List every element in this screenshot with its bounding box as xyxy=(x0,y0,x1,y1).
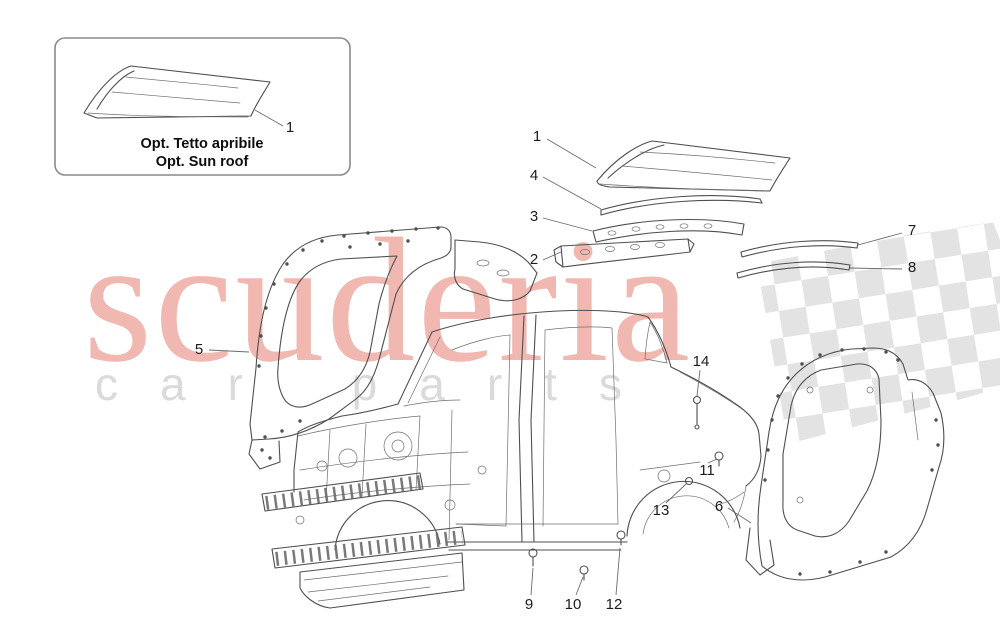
leader-lines xyxy=(208,138,903,596)
leader-line-11 xyxy=(707,458,718,464)
clip-12-drawing xyxy=(616,530,626,546)
clip-11-drawing xyxy=(714,451,724,467)
checkered-flag-graphic xyxy=(757,222,1000,444)
roof-bow-drawing xyxy=(600,195,763,216)
watermark-brand-text: scuderia xyxy=(83,201,692,399)
leader-line-10 xyxy=(575,576,584,596)
leader-line-3 xyxy=(542,217,593,232)
header-rail-drawing xyxy=(592,218,745,243)
callout-10: 10 xyxy=(565,596,582,613)
callout-1: 1 xyxy=(533,128,541,145)
left-uniside-drawing xyxy=(248,226,538,470)
roof-panel-drawing xyxy=(596,140,791,192)
callout-4: 4 xyxy=(530,167,538,184)
leader-line-14 xyxy=(696,369,701,397)
inset-caption-line1: Opt. Tetto apribile xyxy=(141,136,264,152)
callout-2: 2 xyxy=(530,251,538,268)
callout-3: 3 xyxy=(530,208,538,225)
callout-inset-1: 1 xyxy=(286,119,294,136)
callout-7: 7 xyxy=(908,222,916,239)
inset-sunroof-panel-drawing xyxy=(83,65,271,119)
leader-line-inset-1 xyxy=(254,109,284,127)
leader-line-6 xyxy=(727,507,752,524)
stud-14-drawing xyxy=(692,395,702,430)
callout-12: 12 xyxy=(606,596,623,613)
leader-line-1 xyxy=(546,138,597,169)
watermark-tagline-text: car parts xyxy=(95,358,664,410)
bolt-9-drawing xyxy=(528,548,538,567)
clip-13-drawing xyxy=(684,476,694,486)
callout-14: 14 xyxy=(693,353,710,370)
callout-6: 6 xyxy=(715,498,723,515)
callout-5: 5 xyxy=(195,341,203,358)
windscreen-header-drawing xyxy=(553,238,695,268)
callout-8: 8 xyxy=(908,259,916,276)
callout-11: 11 xyxy=(699,462,715,479)
right-uniside-drawing xyxy=(745,347,945,581)
leader-line-2 xyxy=(542,251,562,261)
inset-box xyxy=(54,37,351,176)
inset-caption-line2: Opt. Sun roof xyxy=(156,154,249,170)
leader-line-13 xyxy=(665,483,687,504)
leader-line-7 xyxy=(857,232,903,246)
leader-line-4 xyxy=(542,176,602,210)
watermark: scuderia car parts xyxy=(83,201,1000,444)
leader-line-12 xyxy=(615,547,621,596)
leader-line-9 xyxy=(530,567,534,596)
roof-side-trim-8-drawing xyxy=(736,261,851,279)
roof-side-trim-7-drawing xyxy=(740,240,859,258)
body-shell-drawing xyxy=(261,309,762,609)
leader-line-5 xyxy=(208,349,250,353)
callout-13: 13 xyxy=(653,502,670,519)
leader-line-8 xyxy=(849,267,903,270)
pin-10-drawing xyxy=(579,565,589,581)
callout-9: 9 xyxy=(525,596,533,613)
